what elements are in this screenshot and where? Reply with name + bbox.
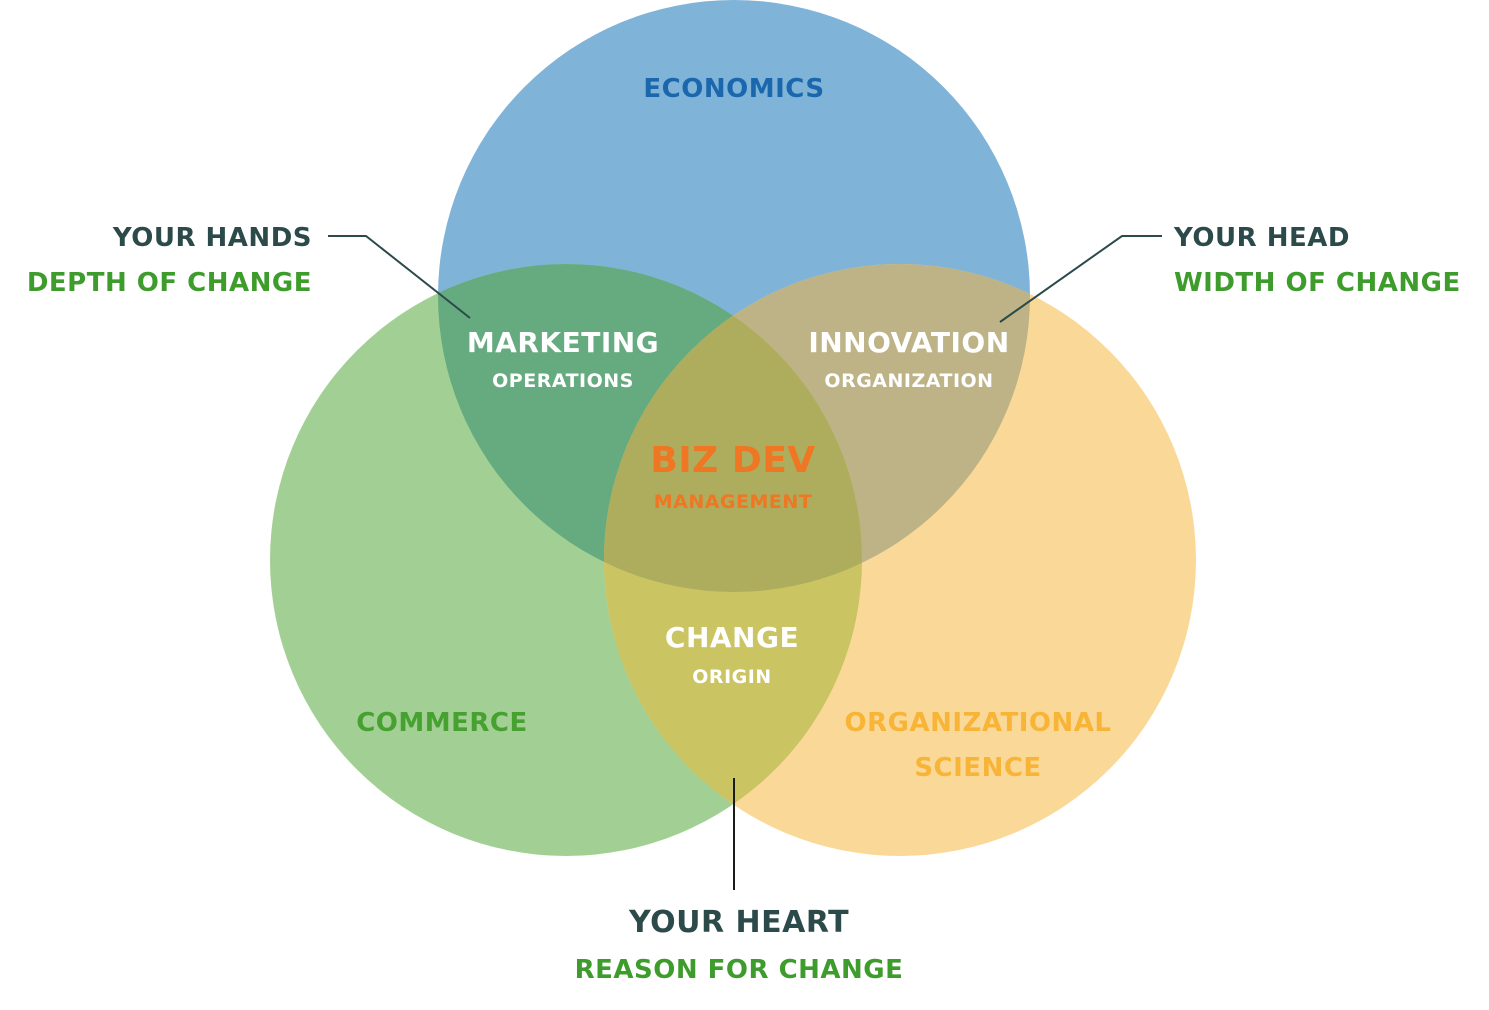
hands-leader-line xyxy=(328,235,471,319)
marketing-subtitle: OPERATIONS xyxy=(492,370,634,392)
marketing-title: MARKETING xyxy=(467,326,659,359)
your-head-title: YOUR HEAD xyxy=(1173,223,1350,253)
commerce-label: COMMERCE xyxy=(356,708,528,738)
biz-dev-title: BIZ DEV xyxy=(650,440,815,481)
depth-of-change-subtitle: DEPTH OF CHANGE xyxy=(27,268,312,298)
width-of-change-subtitle: WIDTH OF CHANGE xyxy=(1174,268,1461,298)
reason-for-change-subtitle: REASON FOR CHANGE xyxy=(575,955,904,985)
innovation-subtitle: ORGANIZATION xyxy=(824,370,993,392)
economics-label: ECONOMICS xyxy=(643,74,824,104)
management-subtitle: MANAGEMENT xyxy=(654,491,813,513)
change-title: CHANGE xyxy=(665,621,799,654)
head-leader-line xyxy=(999,235,1162,323)
your-heart-title: YOUR HEART xyxy=(628,905,849,940)
organizational-science-label-line1: ORGANIZATIONAL xyxy=(845,708,1112,738)
innovation-title: INNOVATION xyxy=(808,326,1009,359)
your-hands-title: YOUR HANDS xyxy=(112,223,312,253)
organizational-science-label-line2: SCIENCE xyxy=(914,753,1041,783)
change-subtitle: ORIGIN xyxy=(692,666,771,688)
biz-dev-center-intersection xyxy=(604,264,862,592)
